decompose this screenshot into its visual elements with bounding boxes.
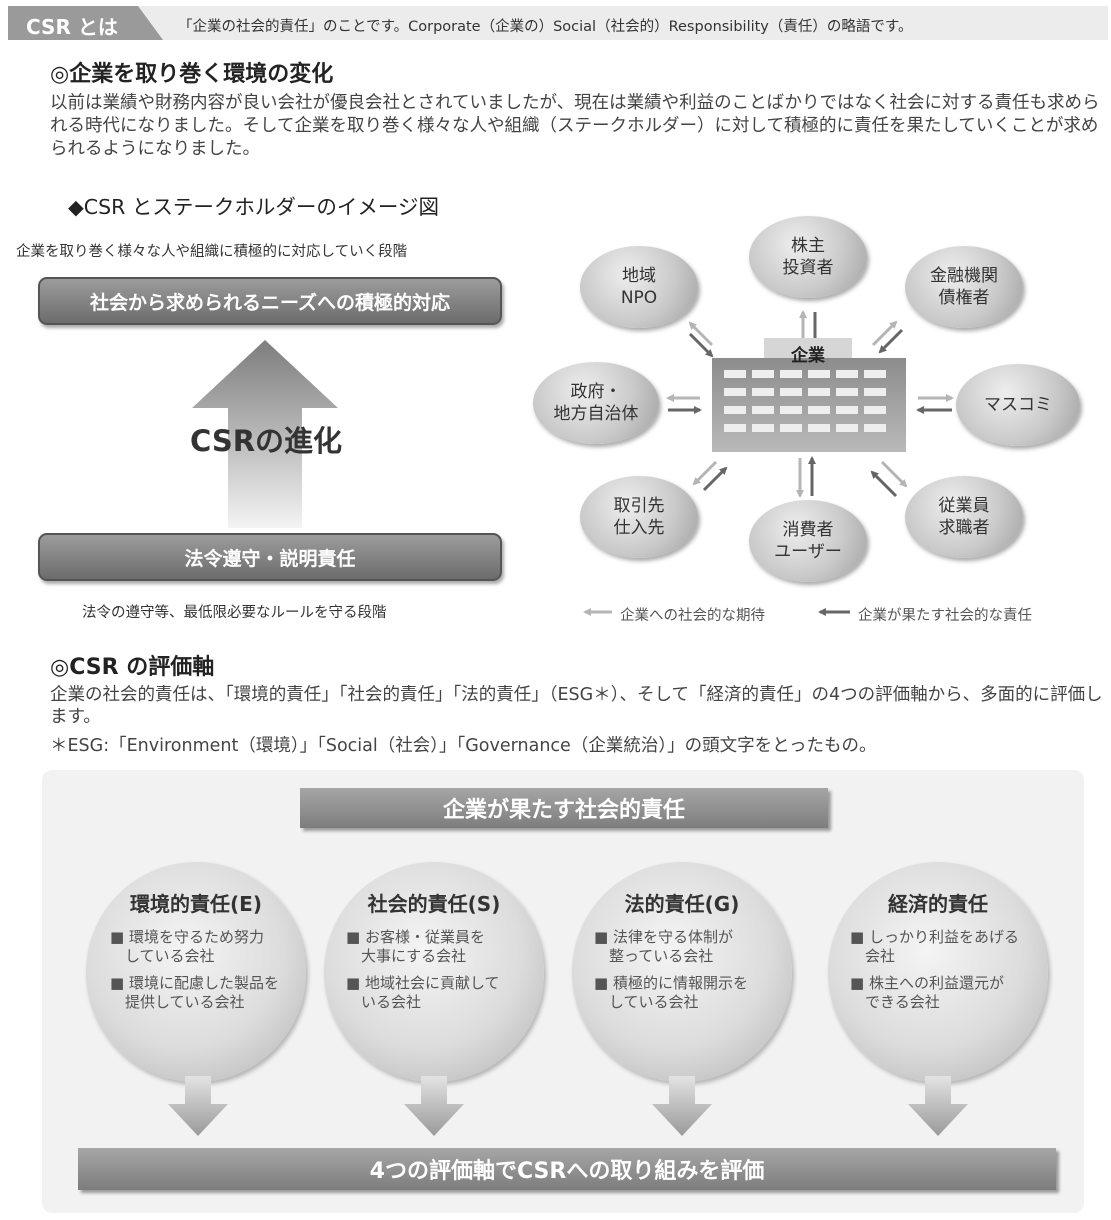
- axis-circle-economic: [828, 862, 1048, 1082]
- social-responsibility-header: 企業が果たす社会的責任: [300, 788, 828, 828]
- stakeholder-label-employee: 従業員求職者: [938, 496, 990, 538]
- stakeholder-label-bank: 金融機関債権者: [930, 266, 998, 308]
- section-heading-evaluation: ◎CSR の評価軸: [50, 655, 215, 680]
- axis-item: ■ 株主への利益還元が できる会社: [850, 974, 1004, 1011]
- stakeholder-node-stock: [749, 216, 867, 298]
- axis-item: ■ 環境に配慮した製品を 提供している会社: [110, 974, 279, 1011]
- down-arrow-icon: [404, 1076, 464, 1136]
- down-arrow-icon: [908, 1076, 968, 1136]
- down-arrow-icon: [168, 1076, 228, 1136]
- csr-definition: 「企業の社会的責任」のことです。Corporate（企業の）Social（社会的…: [178, 19, 913, 35]
- upper-stage-caption: 企業を取り巻く様々な人や組織に積極的に対応していく段階: [16, 244, 408, 260]
- stakeholder-arrows: [583, 310, 954, 616]
- stakeholder-node-gov: [533, 362, 659, 444]
- down-arrow-icon: [652, 1076, 712, 1136]
- axis-item: ■ 法律を守る体制が 整っている会社: [594, 928, 733, 965]
- stakeholder-label-supplier: 取引先仕入先: [613, 496, 665, 538]
- axis-circle-social: [324, 862, 544, 1082]
- axis-item: ■ 積極的に情報開示を している会社: [594, 974, 748, 1011]
- axis-circle-legal: [572, 862, 792, 1082]
- stakeholder-label-stock: 株主投資者: [782, 236, 834, 278]
- proactive-response-bar: 社会から求められるニーズへの積極的対応: [38, 277, 502, 325]
- section-paragraph-evaluation: 企業の社会的責任は、「環境的責任」「社会的責任」「法的責任」（ESG＊）、そして…: [50, 685, 1103, 727]
- lower-stage-caption: 法令の遵守等、最低限必要なルールを守る段階: [82, 605, 387, 621]
- axis-title-environment: 環境的責任(E): [130, 892, 262, 916]
- csr-tag: [8, 6, 163, 40]
- axis-item: ■ しっかり利益をあげる 会社: [850, 928, 1019, 965]
- stakeholder-label-gov: 政府・地方自治体: [553, 382, 639, 424]
- axis-item: ■ お客様・従業員を 大事にする会社: [346, 928, 485, 965]
- company-label: 企業: [791, 346, 825, 366]
- legend-responsibility-label: 企業が果たす社会的な責任: [858, 608, 1032, 624]
- section-paragraph-environment: 以前は業績や財務内容が良い会社が優良会社とされていましたが、現在は業績や利益のこ…: [50, 93, 1100, 159]
- axis-circle-environment: [86, 862, 306, 1082]
- stakeholder-label-media: マスコミ: [984, 395, 1052, 415]
- stakeholder-label-consumer: 消費者ユーザー: [774, 520, 842, 562]
- stakeholder-node-bank: [905, 246, 1023, 328]
- stakeholder-node-npo: [580, 246, 698, 328]
- definition-bar: [8, 6, 1108, 40]
- section-heading-environment: ◎企業を取り巻く環境の変化: [50, 62, 334, 87]
- esg-footnote: ＊ESG:「Environment（環境）」「Social（社会）」「Gover…: [50, 736, 877, 756]
- legend-expectation-label: 企業への社会的な期待: [620, 608, 765, 624]
- axis-title-social: 社会的責任(S): [367, 892, 501, 916]
- stakeholder-node-consumer: [749, 500, 867, 582]
- axis-title-legal: 法的責任(G): [624, 892, 740, 916]
- company-building-icon: [712, 338, 906, 452]
- axis-title-economic: 経済的責任: [888, 892, 988, 916]
- stakeholder-node-supplier: [580, 476, 698, 558]
- stakeholder-node-media: [956, 364, 1080, 446]
- axis-down-arrows: [168, 1076, 968, 1136]
- csr-evolution-label: CSRの進化: [190, 424, 343, 458]
- csr-tag-label: CSR とは: [26, 15, 118, 39]
- compliance-bar: 法令遵守・説明責任: [38, 533, 502, 581]
- axis-item: ■ 環境を守るため努力 している会社: [110, 928, 264, 965]
- axis-item: ■ 地域社会に貢献して いる会社: [346, 974, 500, 1011]
- stakeholder-node-employee: [905, 476, 1023, 558]
- evaluate-by-four-axes-bar: 4つの評価軸でCSRへの取り組みを評価: [78, 1148, 1056, 1190]
- evolution-arrow: [192, 340, 338, 528]
- diagram-title: ◆CSR とステークホルダーのイメージ図: [68, 195, 439, 219]
